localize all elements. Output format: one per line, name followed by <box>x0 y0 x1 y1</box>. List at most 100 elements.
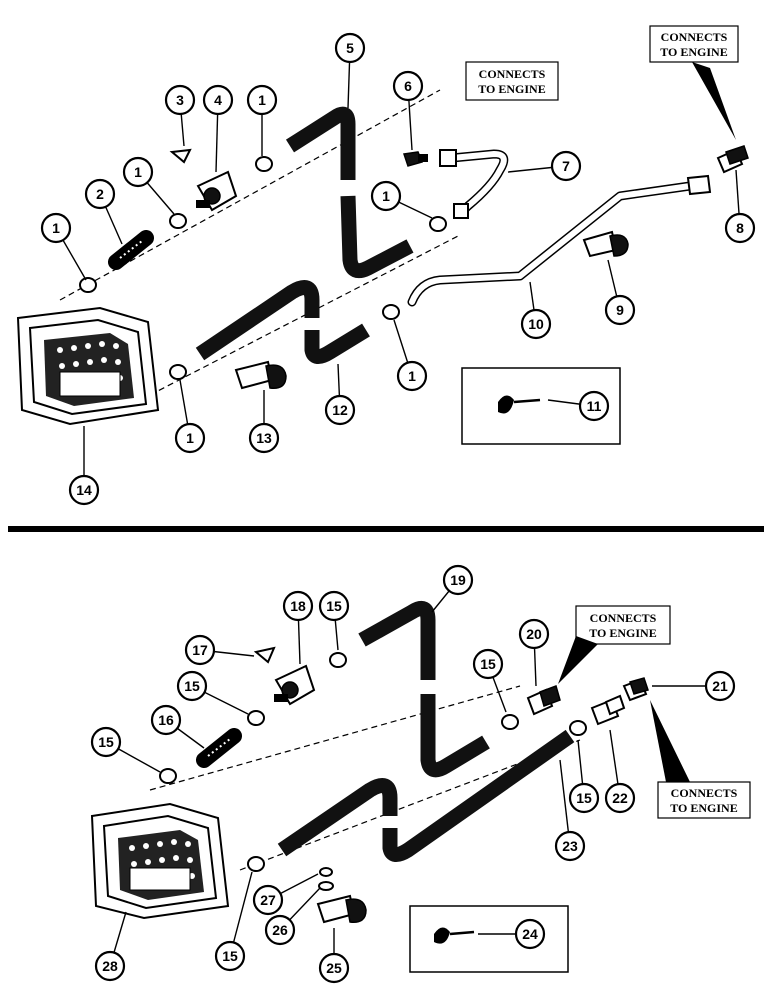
callout-number: 12 <box>332 402 348 418</box>
top-assembly: CONNECTS TO ENGINE CONNECTS TO ENGINE <box>16 25 749 445</box>
callout-26: 26 <box>264 914 296 946</box>
callout-15: 15 <box>90 726 122 758</box>
callout-number: 6 <box>404 78 412 94</box>
callout-24: 24 <box>514 918 546 950</box>
callout-number: 27 <box>260 892 276 908</box>
callout-1: 1 <box>174 422 206 454</box>
callout-circle <box>472 648 504 680</box>
callout-number: 8 <box>736 220 744 236</box>
callout-11: 11 <box>578 390 610 422</box>
callout-1: 1 <box>122 156 154 188</box>
callout-15: 15 <box>214 940 246 972</box>
callout-circle <box>94 950 126 982</box>
shutoff-valve-18 <box>253 646 316 706</box>
callout-6: 6 <box>392 70 424 102</box>
callout-number: 28 <box>102 958 118 974</box>
callout-circle <box>704 670 736 702</box>
callout-number: 15 <box>184 678 200 694</box>
callout-23: 23 <box>554 830 586 862</box>
callout-1: 1 <box>396 360 428 392</box>
svg-text:TO ENGINE: TO ENGINE <box>660 45 727 59</box>
callout-number: 1 <box>408 368 416 384</box>
callout-circle <box>442 564 474 596</box>
callout-circle <box>40 212 72 244</box>
callout-number: 17 <box>192 642 208 658</box>
svg-text:CONNECTS: CONNECTS <box>479 67 546 81</box>
callout-circle <box>174 422 206 454</box>
hose-19 <box>358 600 490 778</box>
callout-circle <box>214 940 246 972</box>
callout-number: 1 <box>134 164 142 180</box>
inset-box-24 <box>409 905 569 973</box>
callout-number: 15 <box>576 790 592 806</box>
callout-12: 12 <box>324 394 356 426</box>
callout-number: 1 <box>382 188 390 204</box>
callout-3: 3 <box>164 84 196 116</box>
fitting-21 <box>622 677 649 702</box>
callout-circle <box>68 474 100 506</box>
note-top-right: CONNECTS TO ENGINE <box>649 25 739 140</box>
callout-circle <box>318 952 350 984</box>
callout-circle <box>514 918 546 950</box>
callout-16: 16 <box>150 704 182 736</box>
callout-number: 13 <box>256 430 272 446</box>
hose-clamp-rings <box>79 156 447 380</box>
callout-17: 17 <box>184 634 216 666</box>
callout-number: 19 <box>450 572 466 588</box>
callout-1: 1 <box>246 84 278 116</box>
callout-2: 2 <box>84 178 116 210</box>
clip-9 <box>582 230 629 258</box>
callout-circle <box>370 180 402 212</box>
hose-clamp-rings-15 <box>159 652 587 872</box>
callout-circle <box>392 70 424 102</box>
svg-text:TO ENGINE: TO ENGINE <box>478 82 545 96</box>
hose-12 <box>195 280 370 364</box>
hose-5 <box>285 106 414 279</box>
callout-circle <box>334 32 366 64</box>
fitting-8 <box>716 145 749 174</box>
callout-18: 18 <box>282 590 314 622</box>
callout-10: 10 <box>520 308 552 340</box>
callout-number: 1 <box>186 430 194 446</box>
callout-4: 4 <box>202 84 234 116</box>
callout-1: 1 <box>370 180 402 212</box>
callout-circle <box>324 394 356 426</box>
callout-15: 15 <box>176 670 208 702</box>
callout-circle <box>568 782 600 814</box>
callout-circle <box>604 782 636 814</box>
callout-25: 25 <box>318 952 350 984</box>
callout-circle <box>202 84 234 116</box>
callout-circle <box>282 590 314 622</box>
callout-number: 14 <box>76 482 92 498</box>
callout-5: 5 <box>334 32 366 64</box>
callout-circle <box>122 156 154 188</box>
callout-circle <box>184 634 216 666</box>
callout-13: 13 <box>248 422 280 454</box>
callout-number: 7 <box>562 158 570 174</box>
callout-circle <box>520 308 552 340</box>
callout-9: 9 <box>604 294 636 326</box>
callout-number: 24 <box>522 926 538 942</box>
callout-circle <box>176 670 208 702</box>
callout-number: 1 <box>52 220 60 236</box>
callout-20: 20 <box>518 618 550 650</box>
callout-circle <box>248 422 280 454</box>
note-top-center: CONNECTS TO ENGINE <box>465 61 559 101</box>
callout-circle <box>578 390 610 422</box>
note-bottom-center: CONNECTS TO ENGINE <box>558 605 671 684</box>
callout-circle <box>318 590 350 622</box>
shutoff-valve-4 <box>169 148 238 212</box>
callout-15: 15 <box>568 782 600 814</box>
pipe-10 <box>407 174 712 307</box>
clip-25 <box>316 894 367 924</box>
callout-circle <box>90 726 122 758</box>
callout-28: 28 <box>94 950 126 982</box>
hose-23 <box>277 729 575 862</box>
callout-number: 25 <box>326 960 342 976</box>
section-divider <box>8 526 764 532</box>
callout-8: 8 <box>724 212 756 244</box>
callout-number: 16 <box>158 712 174 728</box>
callout-number: 20 <box>526 626 542 642</box>
callout-circle <box>518 618 550 650</box>
